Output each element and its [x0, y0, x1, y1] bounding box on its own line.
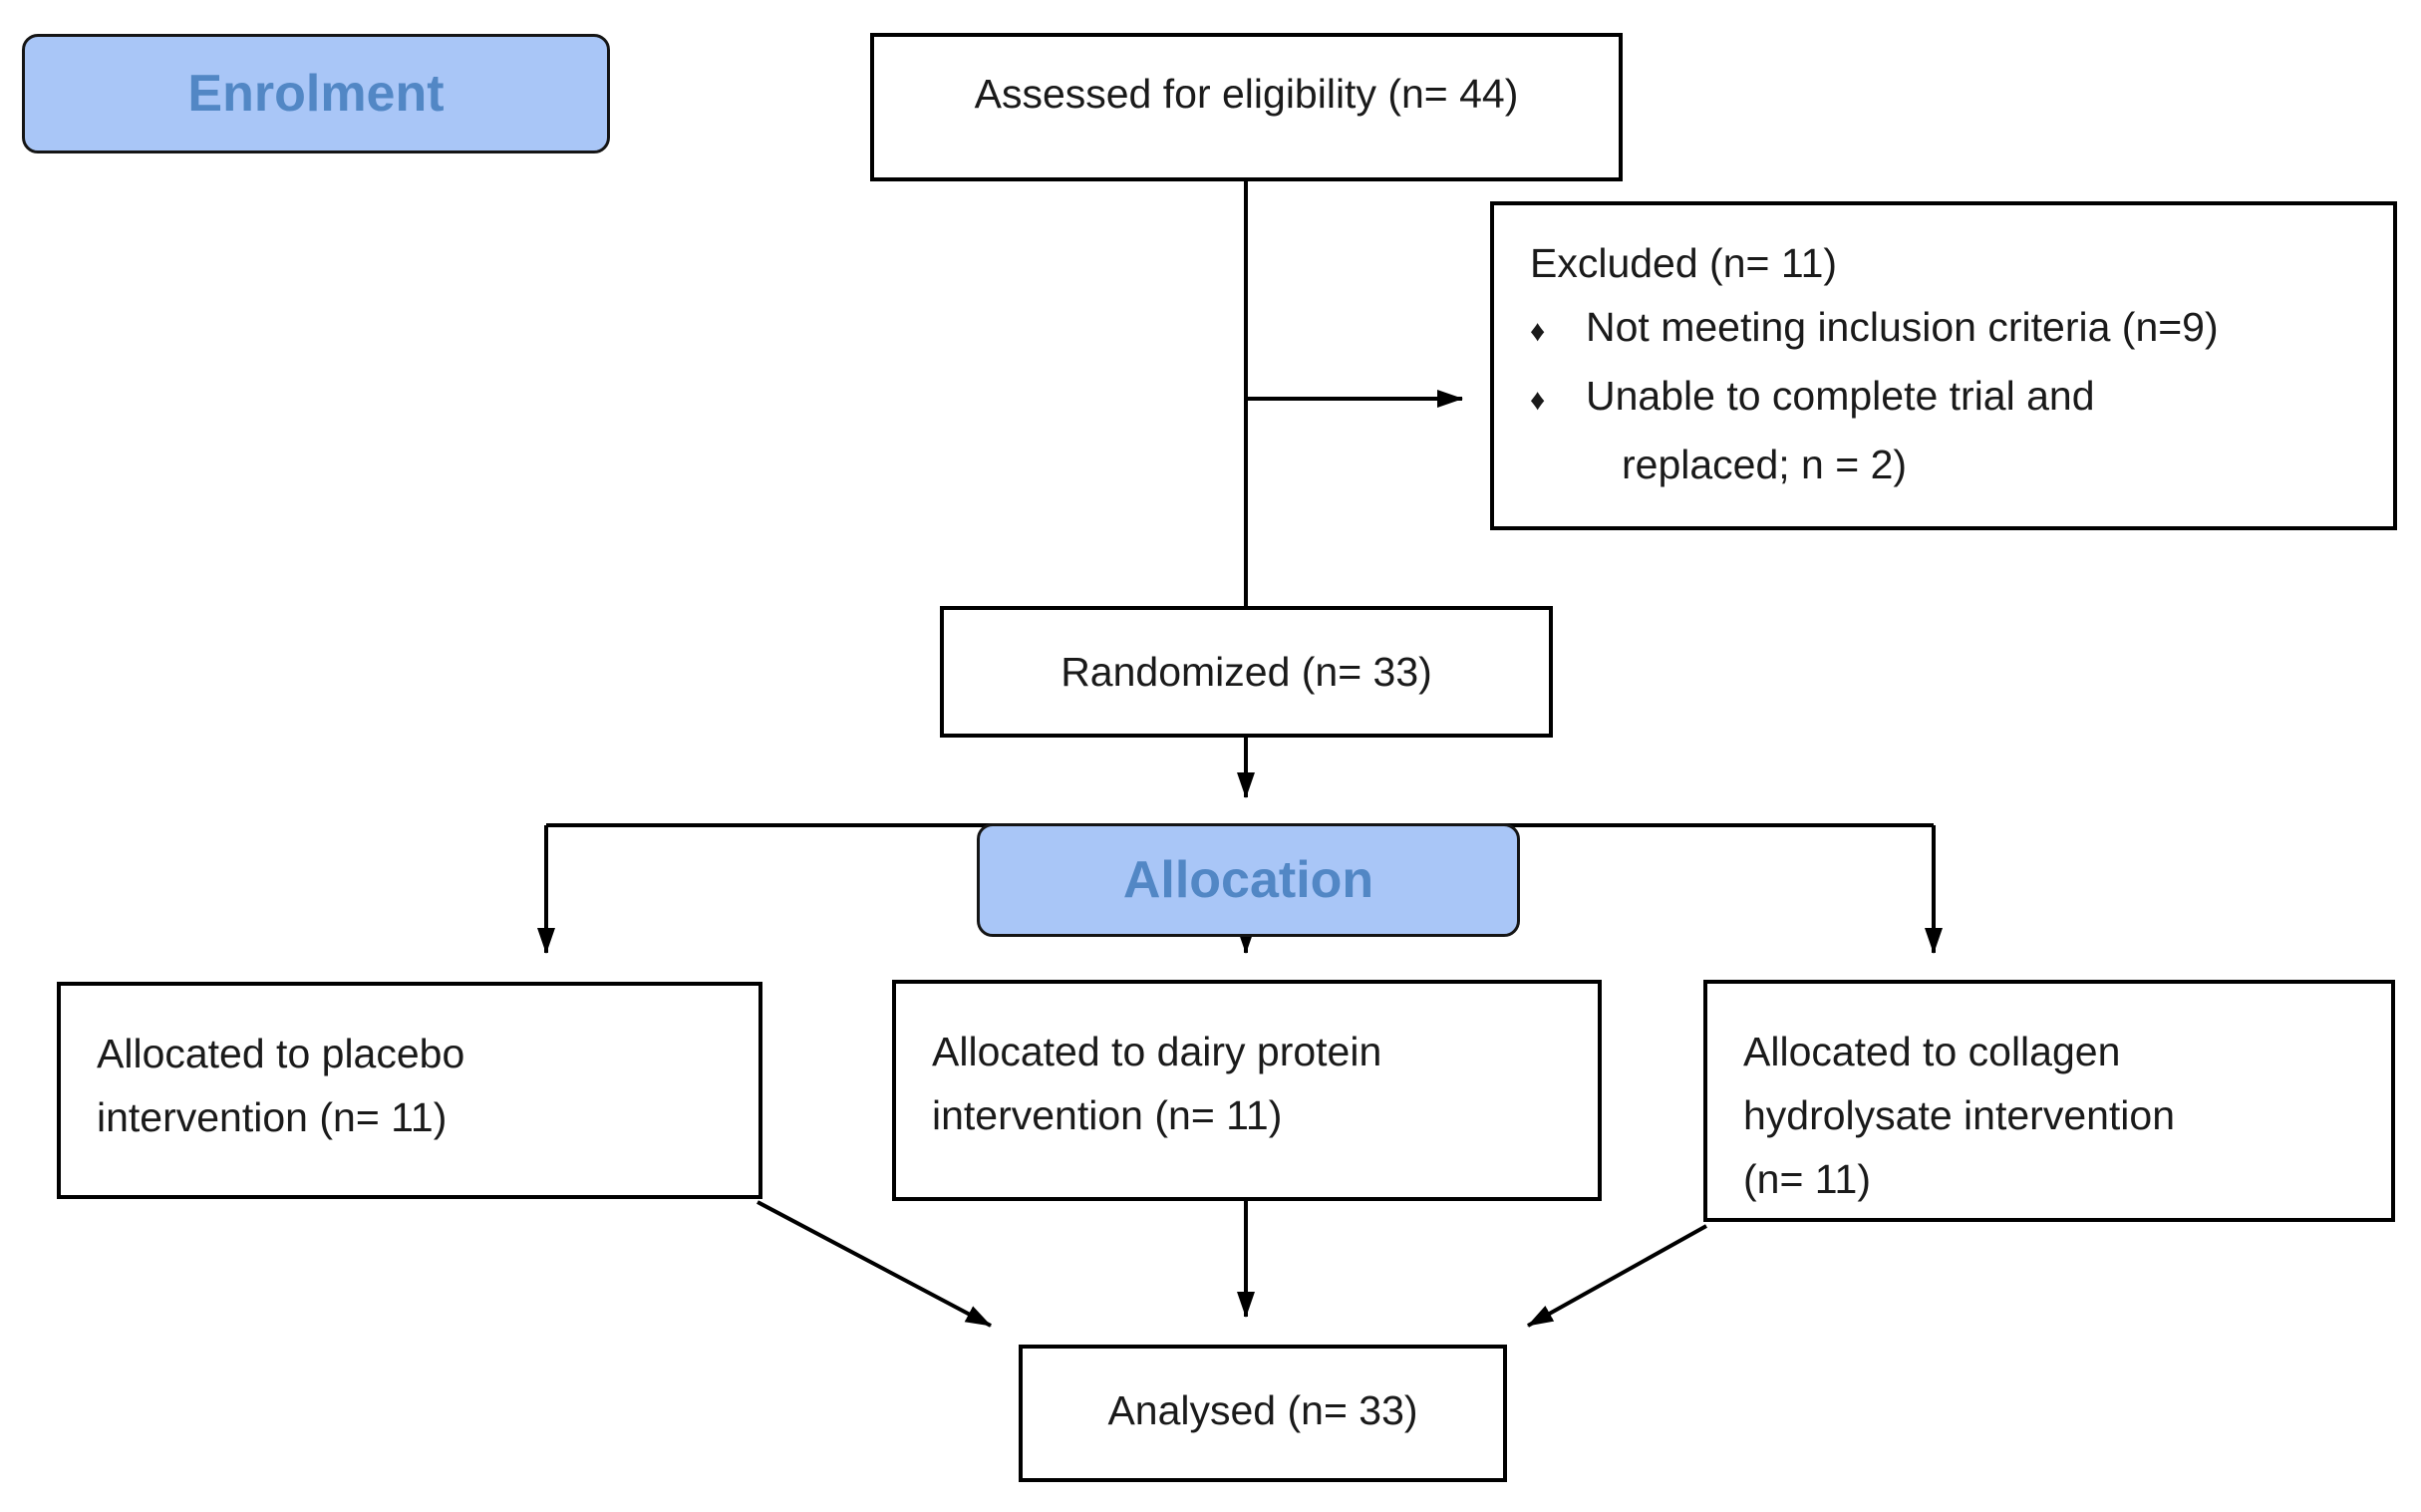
arrow-collagen-to-analysed: [1527, 1224, 1707, 1328]
diamond-bullet-icon: ♦: [1530, 315, 1546, 348]
allocated-placebo-line-1: Allocated to placebo: [97, 1031, 465, 1076]
randomized-text: Randomized (n= 33): [1060, 649, 1432, 695]
analysed-box: Analysed (n= 33): [1019, 1345, 1507, 1482]
allocated-collagen-line-1: Allocated to collagen: [1743, 1029, 2121, 1074]
allocated-collagen-line-3: (n= 11): [1743, 1156, 1872, 1202]
assessed-eligibility-text: Assessed for eligibility (n= 44): [974, 70, 1519, 117]
allocated-placebo-box: Allocated to placebo intervention (n= 11…: [57, 982, 762, 1199]
arrow-placebo-to-analysed: [757, 1200, 992, 1328]
stage-label-allocation: Allocation: [977, 823, 1520, 937]
allocated-placebo-line-2: intervention (n= 11): [97, 1094, 448, 1140]
diamond-bullet-icon: ♦: [1530, 384, 1546, 417]
excluded-title: Excluded (n= 11): [1530, 240, 1838, 286]
allocation-label: Allocation: [1122, 851, 1374, 909]
excluded-bullet-1: ♦ Not meeting inclusion criteria (n=9): [1530, 295, 2373, 364]
allocated-dairy-line-1: Allocated to dairy protein: [932, 1029, 1382, 1074]
excluded-box: Excluded (n= 11) ♦ Not meeting inclusion…: [1490, 201, 2397, 530]
excluded-bullet-2-text: Unable to complete trial and: [1586, 373, 2095, 419]
analysed-text: Analysed (n= 33): [1107, 1387, 1418, 1433]
excluded-bullet-2-continuation: replaced; n = 2): [1622, 442, 1908, 487]
excluded-bullet-1-text: Not meeting inclusion criteria (n=9): [1586, 304, 2219, 350]
excluded-bullet-2: ♦ Unable to complete trial and: [1530, 364, 2373, 433]
enrolment-label: Enrolment: [187, 65, 445, 123]
allocated-dairy-box: Allocated to dairy protein intervention …: [892, 980, 1602, 1201]
allocated-collagen-box: Allocated to collagen hydrolysate interv…: [1703, 980, 2395, 1222]
allocated-dairy-line-2: intervention (n= 11): [932, 1092, 1283, 1138]
randomized-box: Randomized (n= 33): [940, 606, 1553, 738]
stage-label-enrolment: Enrolment: [22, 34, 610, 153]
allocated-collagen-line-2: hydrolysate intervention: [1743, 1092, 2176, 1138]
assessed-eligibility-box: Assessed for eligibility (n= 44): [870, 33, 1623, 181]
